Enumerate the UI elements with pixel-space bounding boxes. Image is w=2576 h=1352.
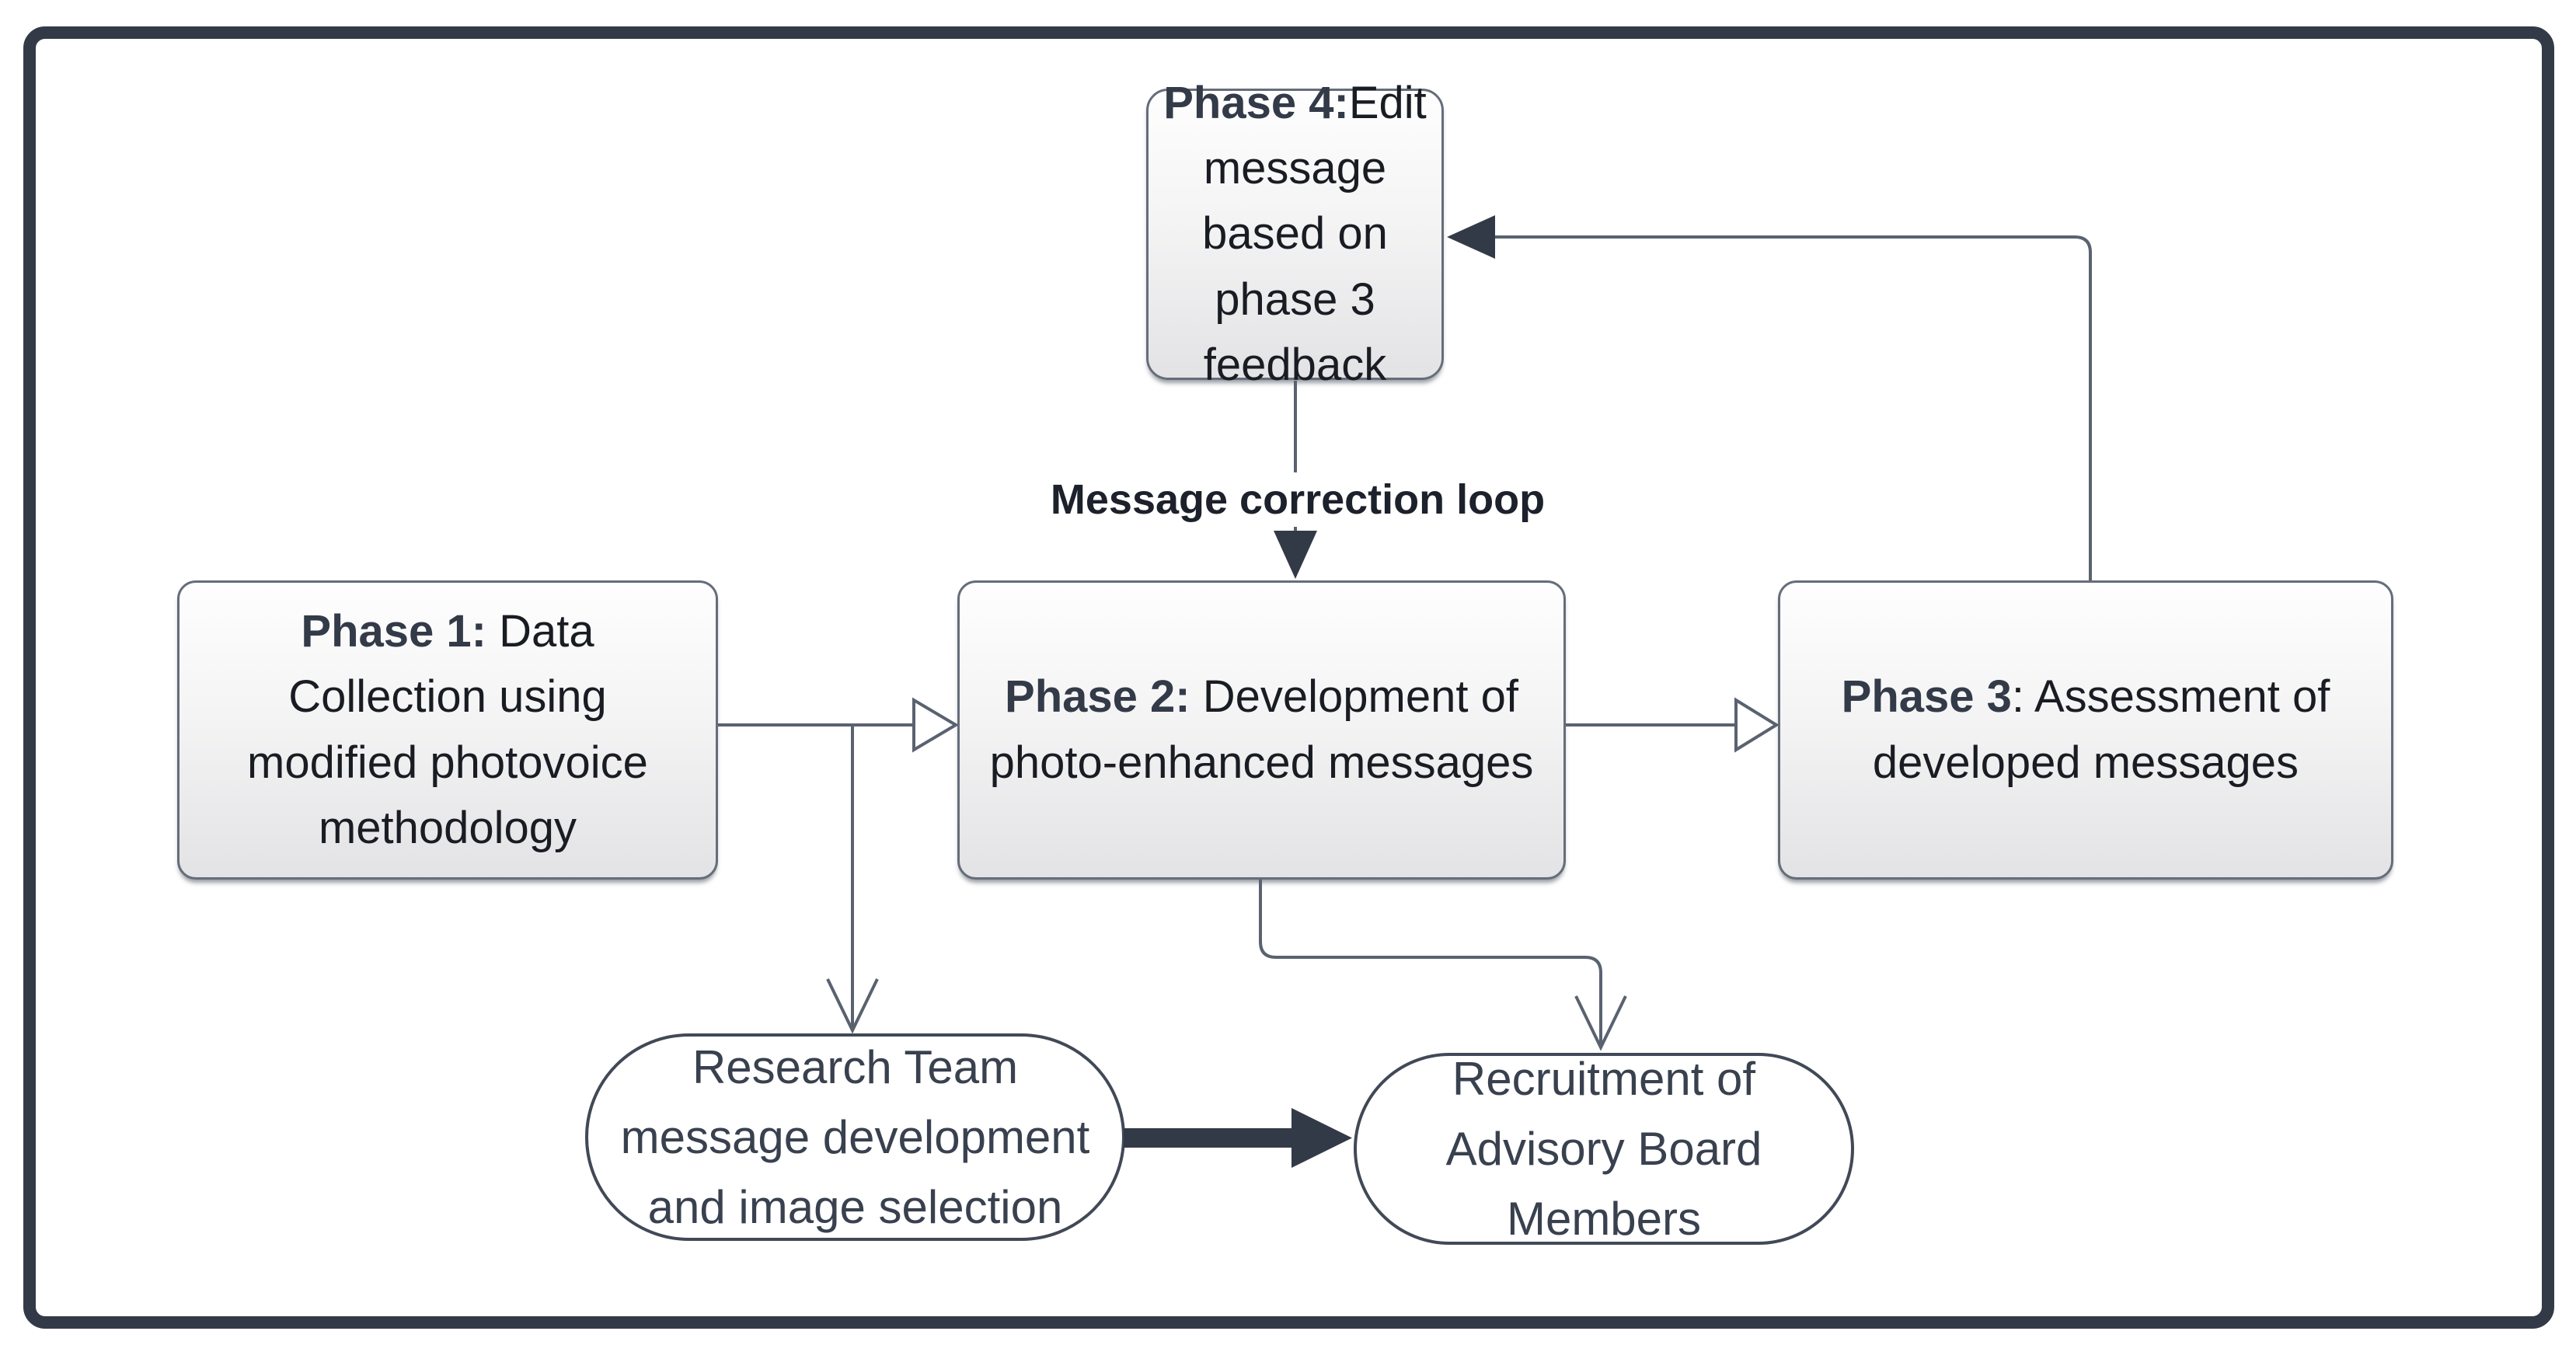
phase4-label-rest: Edit message based on phase 3 feedback bbox=[1202, 78, 1427, 390]
phase2-label-bold: Phase 2: bbox=[1005, 671, 1190, 723]
phase1-label-bold: Phase 1: bbox=[301, 606, 486, 657]
node-phase1-data-collection: Phase 1: Data Collection using modified … bbox=[177, 580, 718, 880]
node-recruitment-advisory-board: Recruitment of Advisory Board Members bbox=[1354, 1053, 1854, 1245]
recruitment-label: Recruitment of Advisory Board Members bbox=[1445, 1052, 1762, 1245]
phase1-text: Phase 1: Data Collection using modified … bbox=[201, 599, 694, 860]
phase4-label-bold: Phase 4: bbox=[1163, 78, 1349, 129]
phase2-label-rest: Development of photo-enhanced messages bbox=[989, 671, 1534, 788]
node-phase2-message-development: Phase 2: Development of photo-enhanced m… bbox=[957, 580, 1566, 880]
node-research-team: Research Team message development and im… bbox=[585, 1033, 1125, 1241]
research-team-label: Research Team message development and im… bbox=[620, 1040, 1090, 1233]
phase3-text: Phase 3: Assessment of developed message… bbox=[1802, 664, 2369, 795]
phase3-label-bold: Phase 3 bbox=[1841, 671, 2012, 723]
node-phase4-edit-message: Phase 4:Edit message based on phase 3 fe… bbox=[1146, 78, 1444, 390]
phase2-text: Phase 2: Development of photo-enhanced m… bbox=[981, 664, 1542, 795]
phase4-text: Phase 4:Edit message based on phase 3 fe… bbox=[1163, 71, 1427, 397]
diagram-frame bbox=[23, 26, 2554, 1329]
message-correction-loop-label: Message correction loop bbox=[1039, 472, 1556, 527]
node-phase3-assessment: Phase 3: Assessment of developed message… bbox=[1778, 580, 2393, 880]
phase1-label-rest: Data Collection using modified photovoic… bbox=[247, 606, 648, 853]
phase3-label-rest: : Assessment of developed messages bbox=[1872, 671, 2330, 788]
